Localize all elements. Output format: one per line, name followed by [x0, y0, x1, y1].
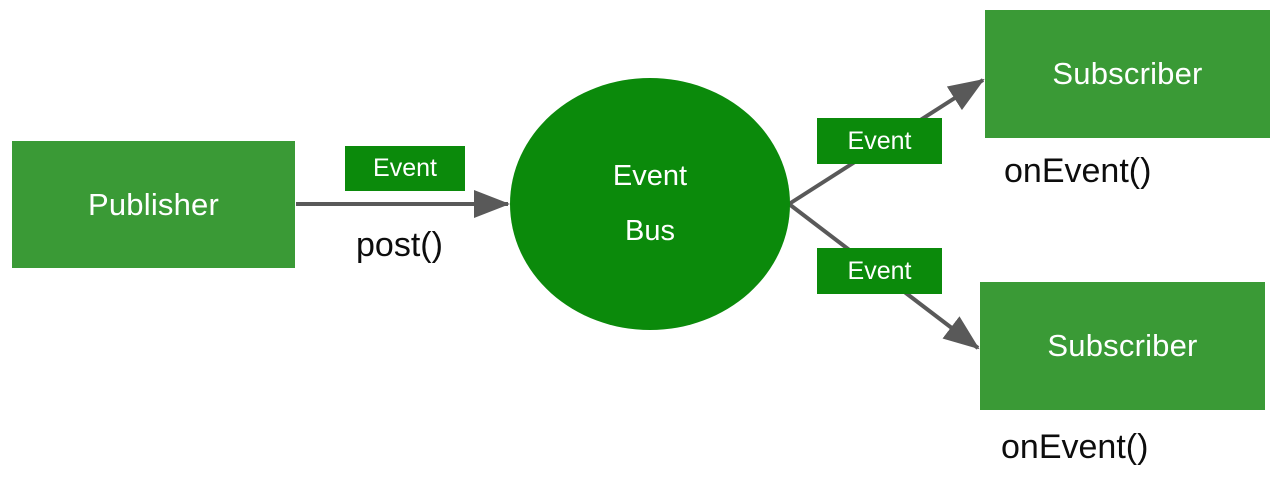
caption-post: post()	[356, 226, 443, 264]
chip-event-publish-label: Event	[373, 154, 437, 182]
node-event-bus[interactable]: Event Bus	[510, 78, 790, 330]
caption-onevent-bottom: onEvent()	[1001, 428, 1149, 466]
chip-event-deliver-bottom-label: Event	[847, 256, 912, 285]
chip-event-deliver-top[interactable]: Event	[817, 118, 942, 164]
chip-event-deliver-bottom[interactable]: Event	[817, 248, 942, 294]
node-event-bus-label-line2: Bus	[625, 215, 675, 247]
node-publisher-label: Publisher	[87, 186, 220, 222]
node-publisher[interactable]: Publisher	[12, 141, 295, 268]
caption-onevent-top: onEvent()	[1004, 152, 1152, 190]
chip-event-deliver-top-label: Event	[847, 126, 912, 155]
node-subscriber-top[interactable]: Subscriber	[985, 10, 1270, 138]
node-subscriber-top-label: Subscriber	[1052, 56, 1203, 91]
node-event-bus-label-line1: Event	[612, 159, 688, 192]
node-subscriber-bottom[interactable]: Subscriber	[980, 282, 1265, 410]
chip-event-publish[interactable]: Event	[345, 146, 465, 191]
node-subscriber-bottom-label: Subscriber	[1047, 328, 1198, 363]
